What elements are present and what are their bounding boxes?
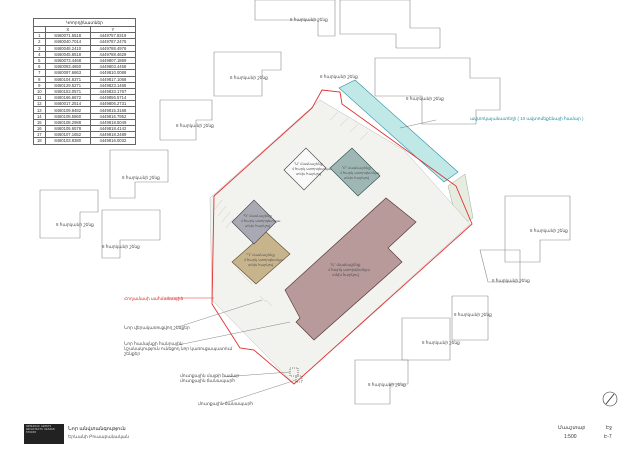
neighbor-label: 8 հարկանի շենք	[320, 74, 358, 79]
neighbor-label: 8 հարկանի շենք	[454, 312, 492, 317]
building-white	[283, 147, 327, 191]
parking-strip	[338, 79, 459, 183]
neighbor-building	[354, 359, 409, 405]
neighbor-building	[339, 0, 441, 49]
note-sidewalk-line1: մուտքային մայթի համար	[180, 373, 240, 378]
boundary-note: Հողամասի սահմանագիծ	[124, 296, 184, 301]
neighbor-label: 8 հարկանի շենք	[422, 340, 460, 345]
neighbor-label: 8 հարկանի շենք	[230, 75, 268, 80]
note-new-buildings: Նոր վերակառուցվող շենքեր	[124, 325, 190, 330]
studio-logo: ARMENIAN GRANTS ARCHITECTS DESIGN STUDIO	[24, 424, 64, 444]
note-sidewalk-line2: մուտքային ճանապարհ	[180, 378, 236, 383]
neighbor-label: 8 հարկանի շենք	[406, 96, 444, 101]
building-main	[284, 197, 417, 341]
building-gray-label-2: 4 հարկ ստորգետնյա	[241, 219, 281, 223]
neighbor-label: 8 հարկանի շենք	[56, 222, 94, 227]
building-main-label-2: 4 հարկ ստորգետնյա	[328, 268, 370, 272]
note-entrance: մուտքային ճանապարհ	[198, 401, 254, 406]
table-cell-x: 8460103.8380	[44, 137, 91, 145]
neighbor-buildings	[39, 0, 571, 405]
neighbor-building	[374, 57, 501, 125]
building-main-label-1: "Ե" մասնաշենք	[330, 263, 361, 267]
neighbor-label: 8 հարկանի շենք	[102, 244, 140, 249]
neighbor-building	[504, 195, 571, 263]
project-city: Երևանի Բուսաբանական	[68, 434, 130, 439]
building-teal	[329, 147, 381, 197]
building-white-label-1: "Ա" մասնաշենք	[294, 162, 323, 166]
neighbor-building	[39, 189, 99, 239]
entrance-marker	[295, 375, 303, 383]
neighbor-building	[213, 51, 282, 97]
building-gray	[231, 199, 277, 245]
building-teal-label-3: տեխ հարկով	[344, 176, 370, 180]
sheet-number-label: Էջ	[606, 425, 613, 431]
building-white-label-3: տեխ հարկով	[296, 172, 322, 176]
neighbor-building	[101, 209, 161, 259]
building-tan-label-1: "Դ" մասնաշենք	[246, 253, 275, 257]
building-teal-label-1: "Բ" մասնաշենք	[342, 166, 371, 170]
parking-note: ավտոկայանատեղի ( 10 ավտոմեքենայի համար )	[470, 116, 584, 121]
scale-value: 1:500	[564, 434, 577, 440]
neighbor-building	[479, 249, 521, 283]
leader-lines	[177, 119, 437, 405]
table-title: Կոորդինատներ	[33, 18, 136, 27]
note-public-line3: շենքեր	[124, 351, 141, 356]
neighbor-label: 8 հարկանի շենք	[176, 123, 214, 128]
table-cell-y: 4449816.0032	[89, 137, 137, 145]
neighbor-building	[401, 317, 451, 361]
project-name: Նոր անվտանգություն	[68, 426, 126, 432]
neighbor-building	[109, 149, 169, 199]
neighbor-label: 8 հարկանի շենք	[492, 278, 530, 283]
note-public-line1: Նոր համայնքի հանրային	[124, 341, 183, 346]
sheet-number: Է-7	[604, 434, 612, 440]
parking-stalls	[213, 111, 369, 307]
building-main-label-3: տեխ հարկով	[332, 273, 359, 277]
building-tan-label-2: 4 հարկ ստորգետնյա	[244, 258, 284, 262]
neighbor-label: 8 հարկանի շենք	[368, 382, 406, 387]
neighbor-building	[159, 99, 213, 141]
neighbor-building	[451, 295, 489, 341]
building-teal-label-2: 4 հարկ ստորգետնյա	[340, 171, 380, 175]
neighbor-label: 8 հարկանի շենք	[530, 228, 568, 233]
site-boundary	[211, 89, 473, 385]
neighbor-building	[254, 0, 336, 37]
building-gray-label-1: "Գ" մասնաշենք	[243, 214, 272, 218]
building-gray-label-3: տեխ հարկով	[245, 224, 271, 228]
table-cell-n: 18	[33, 137, 46, 145]
scale-label: Մասշտաբ	[558, 425, 586, 431]
building-white-label-2: 4 հարկ ստորգետնյա	[292, 167, 332, 171]
neighbor-label: 8 հարկանի շենք	[122, 175, 160, 180]
building-tan-label-3: տեխ հարկով	[248, 263, 274, 267]
north-arrow-icon	[602, 391, 618, 407]
note-public-line2: նշանակություն ունեցող նոր կառուցապատում	[124, 346, 233, 351]
neighbor-label: 8 հարկանի շենք	[290, 17, 328, 22]
